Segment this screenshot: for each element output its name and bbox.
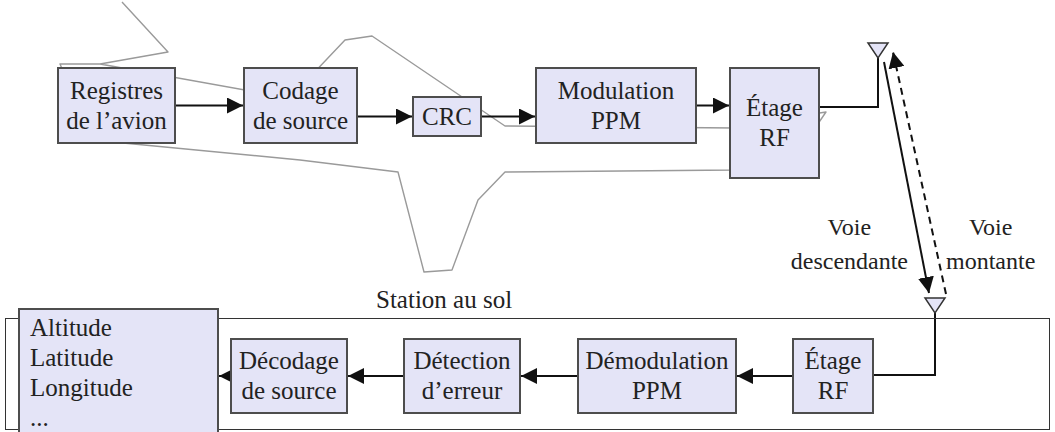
flow-arrow (697, 105, 729, 107)
antenna-wire (810, 58, 878, 107)
modulation-box: Modulation PPM (535, 67, 697, 144)
box-label: Registres de l’avion (64, 76, 169, 136)
flow-arrow (521, 375, 577, 377)
box-label: Étage RF (739, 93, 811, 153)
error-detection-box: Détection d’erreur (403, 338, 521, 414)
box-label: Étage RF (799, 346, 867, 406)
rf-stage-box: Étage RF (792, 338, 874, 414)
box-label: Modulation PPM (554, 76, 679, 136)
ground-station: Station au solAltitude Latitude Longitud… (5, 318, 1050, 430)
rf-stage-box: Étage RF (729, 67, 820, 179)
box-label: CRC (419, 102, 475, 132)
source-decoding-box: Décodage de source (230, 338, 348, 414)
link-label: Voie montante (946, 210, 1035, 278)
crc-box: CRC (412, 96, 482, 137)
flow-arrow (737, 375, 792, 377)
antenna-symbol (868, 43, 888, 58)
box-label: Détection d’erreur (410, 346, 514, 406)
register-box: Registres de l’avion (57, 67, 176, 144)
box-label: Décodage de source (237, 346, 341, 406)
flow-arrow (219, 375, 230, 377)
flow-arrow (348, 375, 403, 377)
link-label: Voie descendante (791, 210, 908, 278)
box-label: Codage de source (252, 76, 350, 136)
flow-arrow (482, 116, 535, 118)
box-label: Démodulation PPM (584, 346, 730, 406)
antenna-symbol (925, 298, 945, 313)
antenna-top (810, 43, 888, 107)
group-heading: Station au sol (376, 285, 512, 315)
flow-arrow (358, 116, 412, 118)
flow-arrow (176, 105, 243, 107)
output-box: Altitude Latitude Longitude ... (18, 308, 219, 432)
box-label: Altitude Latitude Longitude ... (30, 313, 155, 432)
demodulation-box: Démodulation PPM (577, 338, 737, 414)
source-coding-box: Codage de source (243, 67, 358, 144)
edge-group (176, 106, 792, 377)
